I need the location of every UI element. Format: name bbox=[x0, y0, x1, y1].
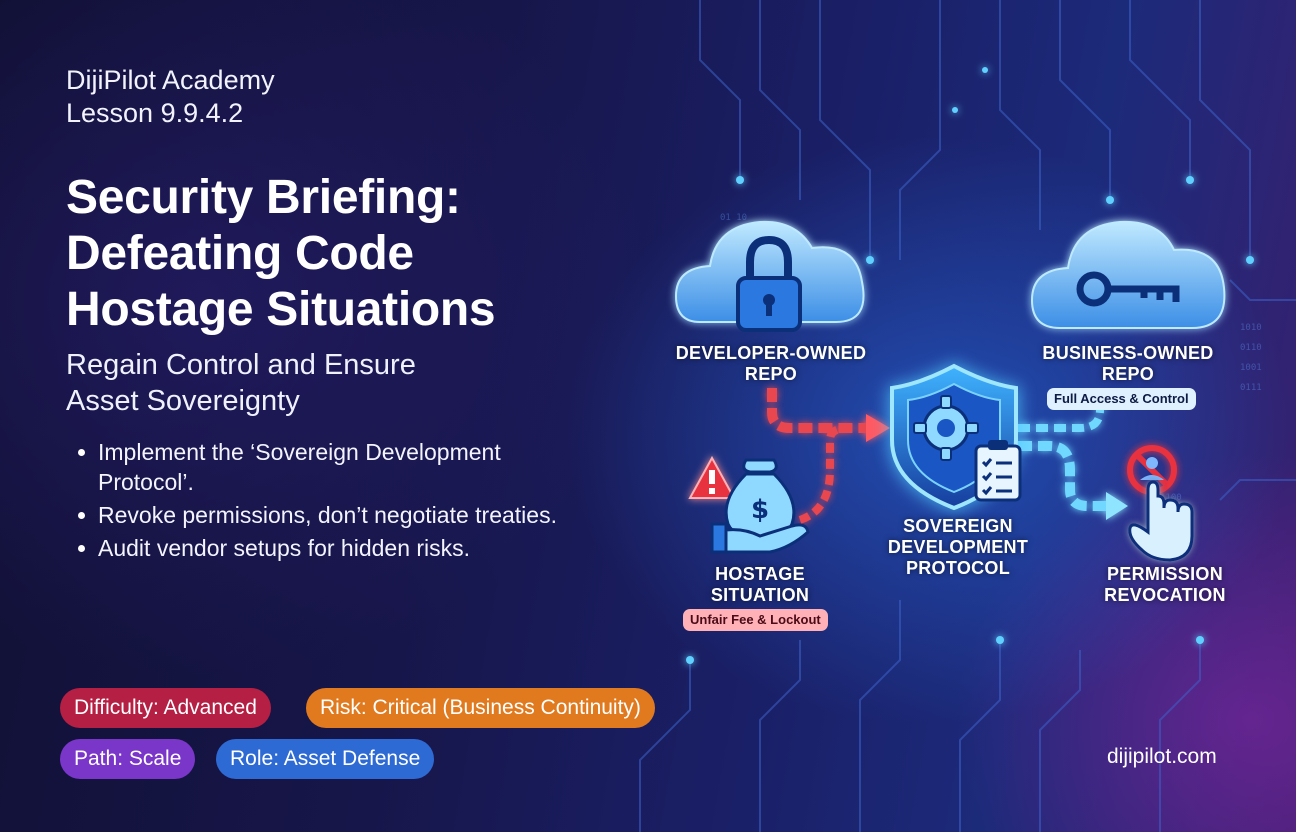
svg-text:1010: 1010 bbox=[1240, 323, 1262, 333]
svg-text:01 10: 01 10 bbox=[720, 213, 747, 223]
hostage-label-line1: HOSTAGE bbox=[715, 564, 805, 584]
title-line-3: Hostage Situations bbox=[66, 283, 496, 336]
svg-text:0111: 0111 bbox=[1240, 383, 1262, 393]
page-subtitle: Regain Control and Ensure Asset Sovereig… bbox=[66, 347, 416, 419]
key-point: Revoke permissions, don’t negotiate trea… bbox=[76, 500, 596, 530]
lesson-number: Lesson 9.9.4.2 bbox=[66, 98, 244, 128]
difficulty-badge: Difficulty: Advanced bbox=[60, 688, 271, 728]
subtitle-line-1: Regain Control and Ensure bbox=[66, 349, 416, 381]
developer-repo-label: DEVELOPER-OWNED REPO bbox=[666, 343, 876, 385]
revocation-label-line1: PERMISSION bbox=[1106, 564, 1224, 584]
hostage-icon: $ bbox=[688, 455, 810, 554]
svg-text:0110: 0110 bbox=[1240, 343, 1262, 353]
key-point: Audit vendor setups for hidden risks. bbox=[76, 533, 596, 563]
protocol-label: SOVEREIGN DEVELOPMENT PROTOCOL bbox=[878, 516, 1038, 579]
protocol-shield-icon bbox=[888, 362, 1022, 512]
developer-repo-label-line2: REPO bbox=[744, 364, 798, 384]
key-points-list: Implement the ‘Sovereign Development Pro… bbox=[76, 437, 596, 566]
full-access-badge: Full Access & Control bbox=[1047, 388, 1196, 410]
hostage-label: HOSTAGE SITUATION bbox=[680, 564, 840, 606]
revocation-label-line2: REVOCATION bbox=[1104, 585, 1226, 605]
risk-badge: Risk: Critical (Business Continuity) bbox=[306, 688, 655, 728]
svg-text:1001: 1001 bbox=[1240, 363, 1262, 373]
protocol-path-arrow bbox=[1018, 402, 1128, 520]
title-line-2: Defeating Code bbox=[66, 227, 414, 280]
unfair-fee-badge: Unfair Fee & Lockout bbox=[683, 609, 828, 631]
subtitle-line-2: Asset Sovereignty bbox=[66, 385, 300, 417]
revocation-icon bbox=[1127, 445, 1194, 562]
website-link[interactable]: dijipilot.com bbox=[1107, 745, 1217, 768]
developer-repo-label-line1: DEVELOPER-OWNED bbox=[675, 343, 867, 363]
svg-text:$: $ bbox=[751, 495, 769, 525]
key-point: Implement the ‘Sovereign Development Pro… bbox=[76, 437, 596, 497]
protocol-label-line1: SOVEREIGN bbox=[903, 516, 1013, 536]
academy-name: DijiPilot Academy bbox=[66, 65, 275, 95]
role-badge: Role: Asset Defense bbox=[216, 739, 435, 779]
business-repo-label-line2: REPO bbox=[1101, 364, 1155, 384]
path-badge: Path: Scale bbox=[60, 739, 196, 779]
revocation-label: PERMISSION REVOCATION bbox=[1090, 564, 1240, 606]
svg-text:1100: 1100 bbox=[1160, 493, 1182, 503]
business-repo-label-line1: BUSINESS-OWNED bbox=[1042, 343, 1214, 363]
page-title: Security Briefing: Defeating Code Hostag… bbox=[66, 170, 626, 338]
brand-header: DijiPilot Academy Lesson 9.9.4.2 bbox=[66, 64, 275, 130]
developer-repo-icon bbox=[674, 220, 865, 332]
protocol-label-line3: PROTOCOL bbox=[905, 558, 1011, 578]
business-repo-label: BUSINESS-OWNED REPO bbox=[1028, 343, 1228, 385]
title-line-1: Security Briefing: bbox=[66, 171, 461, 224]
protocol-label-line2: DEVELOPMENT bbox=[887, 537, 1029, 557]
business-repo-icon bbox=[1030, 220, 1226, 329]
hostage-path-arrow bbox=[767, 388, 890, 524]
hostage-label-line2: SITUATION bbox=[710, 585, 810, 605]
